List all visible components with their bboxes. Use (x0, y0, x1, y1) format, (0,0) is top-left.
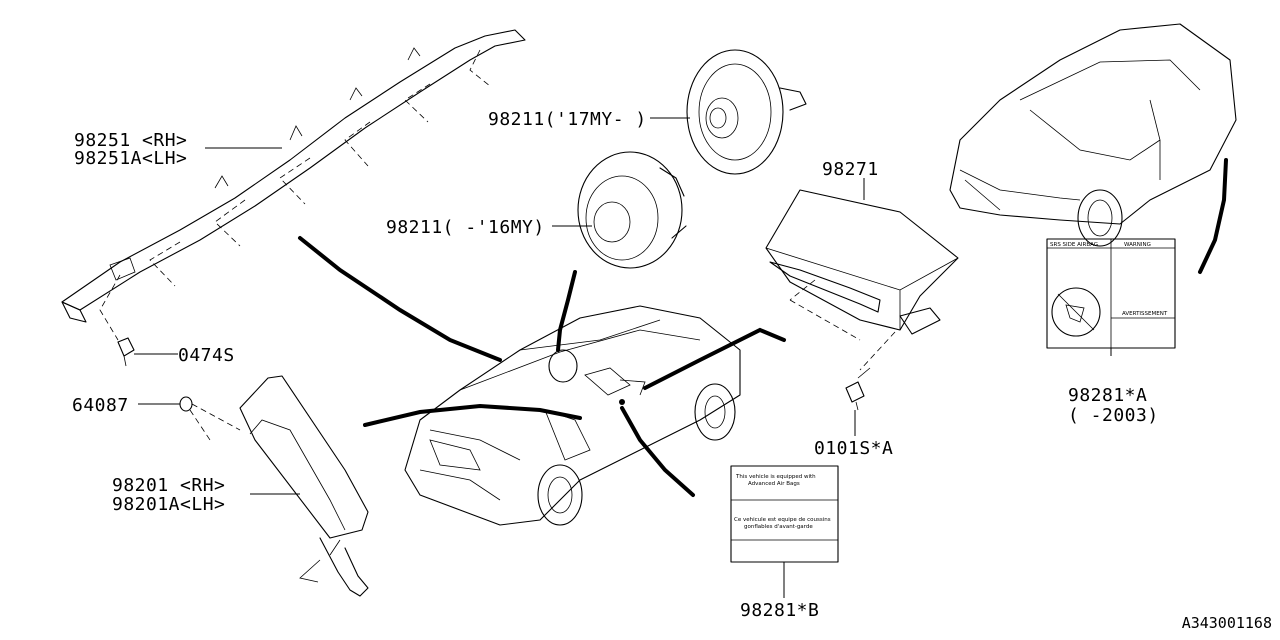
reference-code: A343001168 (1182, 614, 1272, 632)
callout-98281-b: 98281*B (740, 600, 819, 621)
label-98281-b (730, 465, 839, 598)
callout-0474s: 0474S (178, 345, 235, 366)
callout-98201-rh: 98201 <RH> (112, 475, 225, 496)
callout-98211-16my: 98211( -'16MY) (386, 217, 545, 238)
driver-airbag-16my (552, 151, 687, 269)
callout-98281-a-range: ( -2003) (1068, 405, 1159, 426)
label-a-warning: WARNING (1124, 242, 1151, 248)
clip-64087 (138, 396, 241, 441)
car-interior-view (298, 236, 786, 526)
side-airbag (239, 375, 369, 597)
callout-98251a-lh: 98251A<LH> (74, 148, 187, 169)
callout-98211-17my: 98211('17MY- ) (488, 109, 647, 130)
label-b-line3: Ce vehicule est equipe de coussins (734, 517, 831, 523)
callout-98251-rh: 98251 <RH> (74, 130, 187, 151)
curtain-airbag (61, 29, 526, 341)
callout-64087: 64087 (72, 395, 129, 416)
driver-airbag-17my (650, 49, 807, 175)
callout-98281-a: 98281*A (1068, 385, 1147, 406)
label-a-title: SRS SIDE AIRBAG (1050, 242, 1098, 248)
callout-98271: 98271 (822, 159, 879, 180)
label-b-line1: This vehicle is equipped with (735, 474, 816, 480)
car-exterior-view (949, 23, 1237, 274)
label-b-line4: gonflables d'avant-garde (744, 524, 813, 530)
label-98281-a (1046, 238, 1176, 356)
label-a-avertissement: AVERTISSEMENT (1122, 311, 1168, 317)
label-b-line2: Advanced Air Bags (748, 481, 800, 487)
passenger-airbag (765, 178, 959, 371)
bolt-0474s (117, 337, 178, 367)
callout-98201a-lh: 98201A<LH> (112, 494, 225, 515)
bolt-0101s (845, 367, 871, 436)
sensor-point (619, 399, 625, 405)
callout-0101s-a: 0101S*A (814, 438, 893, 459)
